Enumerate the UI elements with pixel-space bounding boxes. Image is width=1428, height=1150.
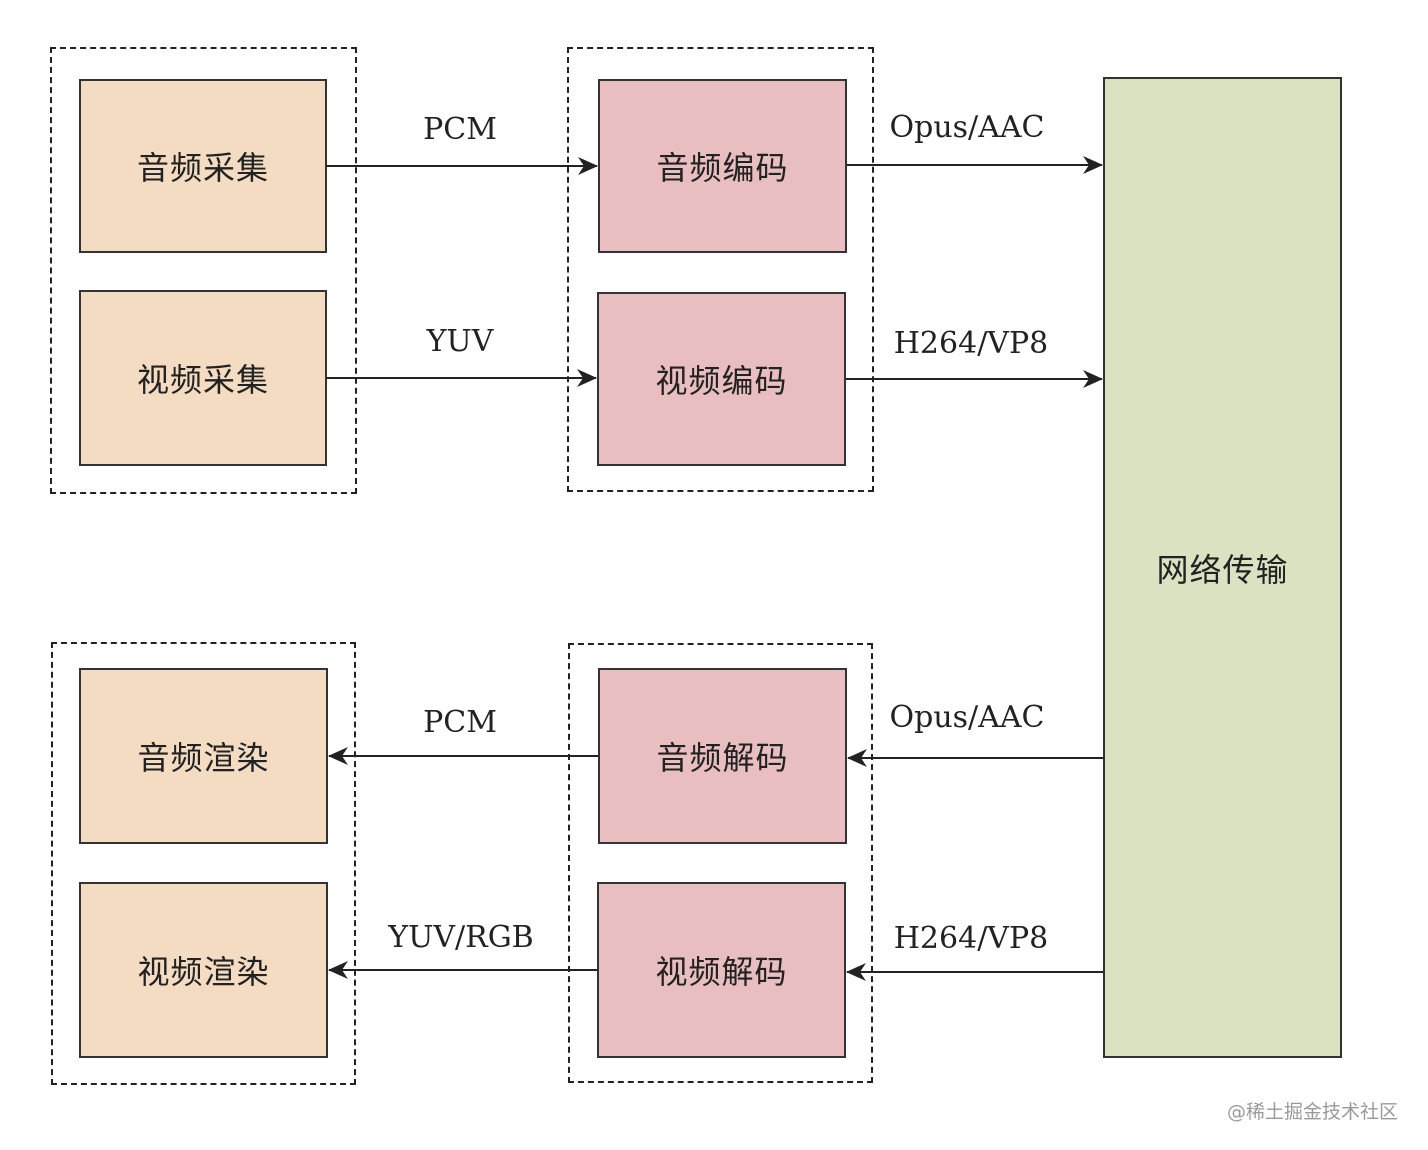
audio-render-box: 音频渲染 <box>79 668 328 844</box>
label-pcm-top: PCM <box>423 112 497 147</box>
network-transport-box: 网络传输 <box>1103 77 1342 1058</box>
render-group <box>51 642 356 1085</box>
decode-group <box>568 643 873 1083</box>
label-opus-aac-top: Opus/AAC <box>889 110 1045 145</box>
encode-group <box>567 47 874 492</box>
video-decode-box: 视频解码 <box>597 882 846 1058</box>
video-encode-box: 视频编码 <box>597 292 846 466</box>
label-yuv-rgb-bottom: YUV/RGB <box>388 920 534 955</box>
capture-group <box>50 47 357 494</box>
video-render-box: 视频渲染 <box>79 882 328 1058</box>
label-h264-vp8-bottom: H264/VP8 <box>893 921 1049 956</box>
watermark-text: @稀土掘金技术社区 <box>1226 1101 1398 1123</box>
audio-capture-box: 音频采集 <box>79 79 327 253</box>
label-opus-aac-bottom: Opus/AAC <box>889 700 1045 735</box>
audio-encode-box: 音频编码 <box>598 79 847 253</box>
audio-decode-box: 音频解码 <box>598 668 847 844</box>
label-pcm-bottom: PCM <box>423 705 497 740</box>
label-h264-vp8-top: H264/VP8 <box>893 326 1049 361</box>
label-yuv-top: YUV <box>426 324 494 359</box>
video-capture-box: 视频采集 <box>79 290 327 466</box>
